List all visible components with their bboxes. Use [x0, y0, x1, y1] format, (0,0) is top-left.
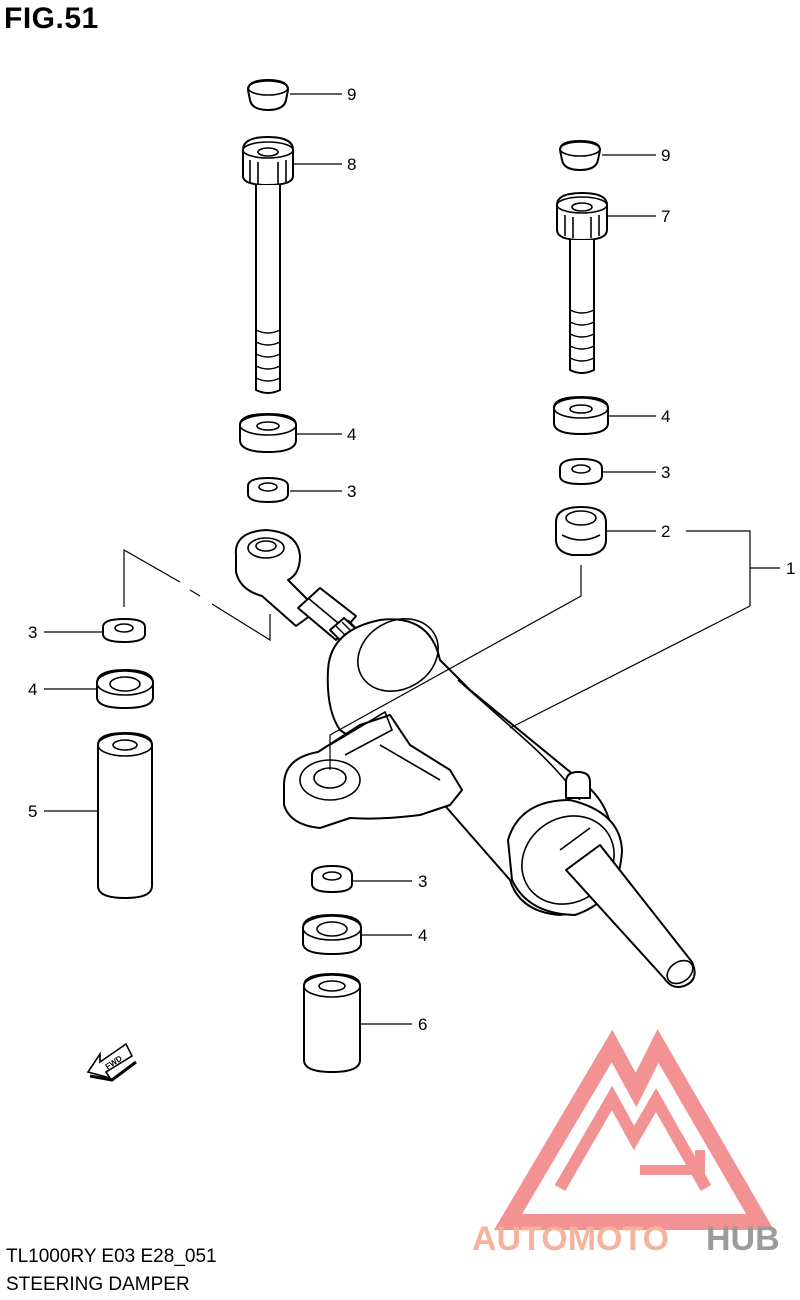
logo-text-main: AUTOMOTO — [472, 1220, 669, 1258]
callout-8: 8 — [347, 155, 356, 174]
callout-7: 7 — [661, 207, 670, 226]
callout-5: 5 — [28, 802, 37, 821]
diagram-caption: STEERING DAMPER — [6, 1274, 190, 1295]
assembly-lines — [123, 548, 751, 770]
washer-3-left — [247, 477, 289, 503]
washer-4-far — [96, 669, 154, 709]
logo-text-accent: HUB — [706, 1220, 780, 1258]
callout-4-far: 4 — [28, 680, 37, 699]
callout-labels: 9 8 4 3 9 7 4 3 2 1 3 4 5 3 4 6 — [28, 85, 795, 1034]
washer-3-right — [559, 458, 603, 485]
washer-4-right — [553, 396, 609, 435]
fwd-arrow-icon: FWD — [86, 1042, 137, 1082]
washer-3-far — [102, 618, 146, 643]
callout-3-far: 3 — [28, 623, 37, 642]
diagram-code: TL1000RY E03 E28_051 — [6, 1246, 217, 1267]
bolt-7 — [556, 192, 608, 374]
spacer-6 — [303, 973, 361, 1073]
spacer-5 — [97, 732, 153, 899]
cap-9-right — [559, 140, 601, 171]
bushing-2 — [555, 506, 607, 556]
callout-2: 2 — [661, 522, 670, 541]
callout-4-left: 4 — [347, 425, 356, 444]
callout-6: 6 — [418, 1015, 427, 1034]
callout-9-right: 9 — [661, 146, 670, 165]
callout-4-bottom: 4 — [418, 926, 427, 945]
washer-3-bottom — [311, 865, 353, 893]
steering-damper-body — [234, 529, 696, 988]
bolt-8 — [242, 136, 294, 394]
callout-4-right: 4 — [661, 407, 670, 426]
callout-3-bottom: 3 — [418, 872, 427, 891]
washer-4-left — [239, 413, 297, 453]
washer-4-bottom — [302, 914, 362, 955]
callout-9-left: 9 — [347, 85, 356, 104]
figure-title: FIG.51 — [4, 2, 99, 35]
leader-lines — [44, 93, 780, 1025]
cap-9-left — [247, 79, 289, 111]
automotohub-logo: AUTOMOTO HUB — [472, 1029, 780, 1258]
callout-3-left: 3 — [347, 482, 356, 501]
callout-3-right: 3 — [661, 463, 670, 482]
callout-1: 1 — [786, 559, 795, 578]
